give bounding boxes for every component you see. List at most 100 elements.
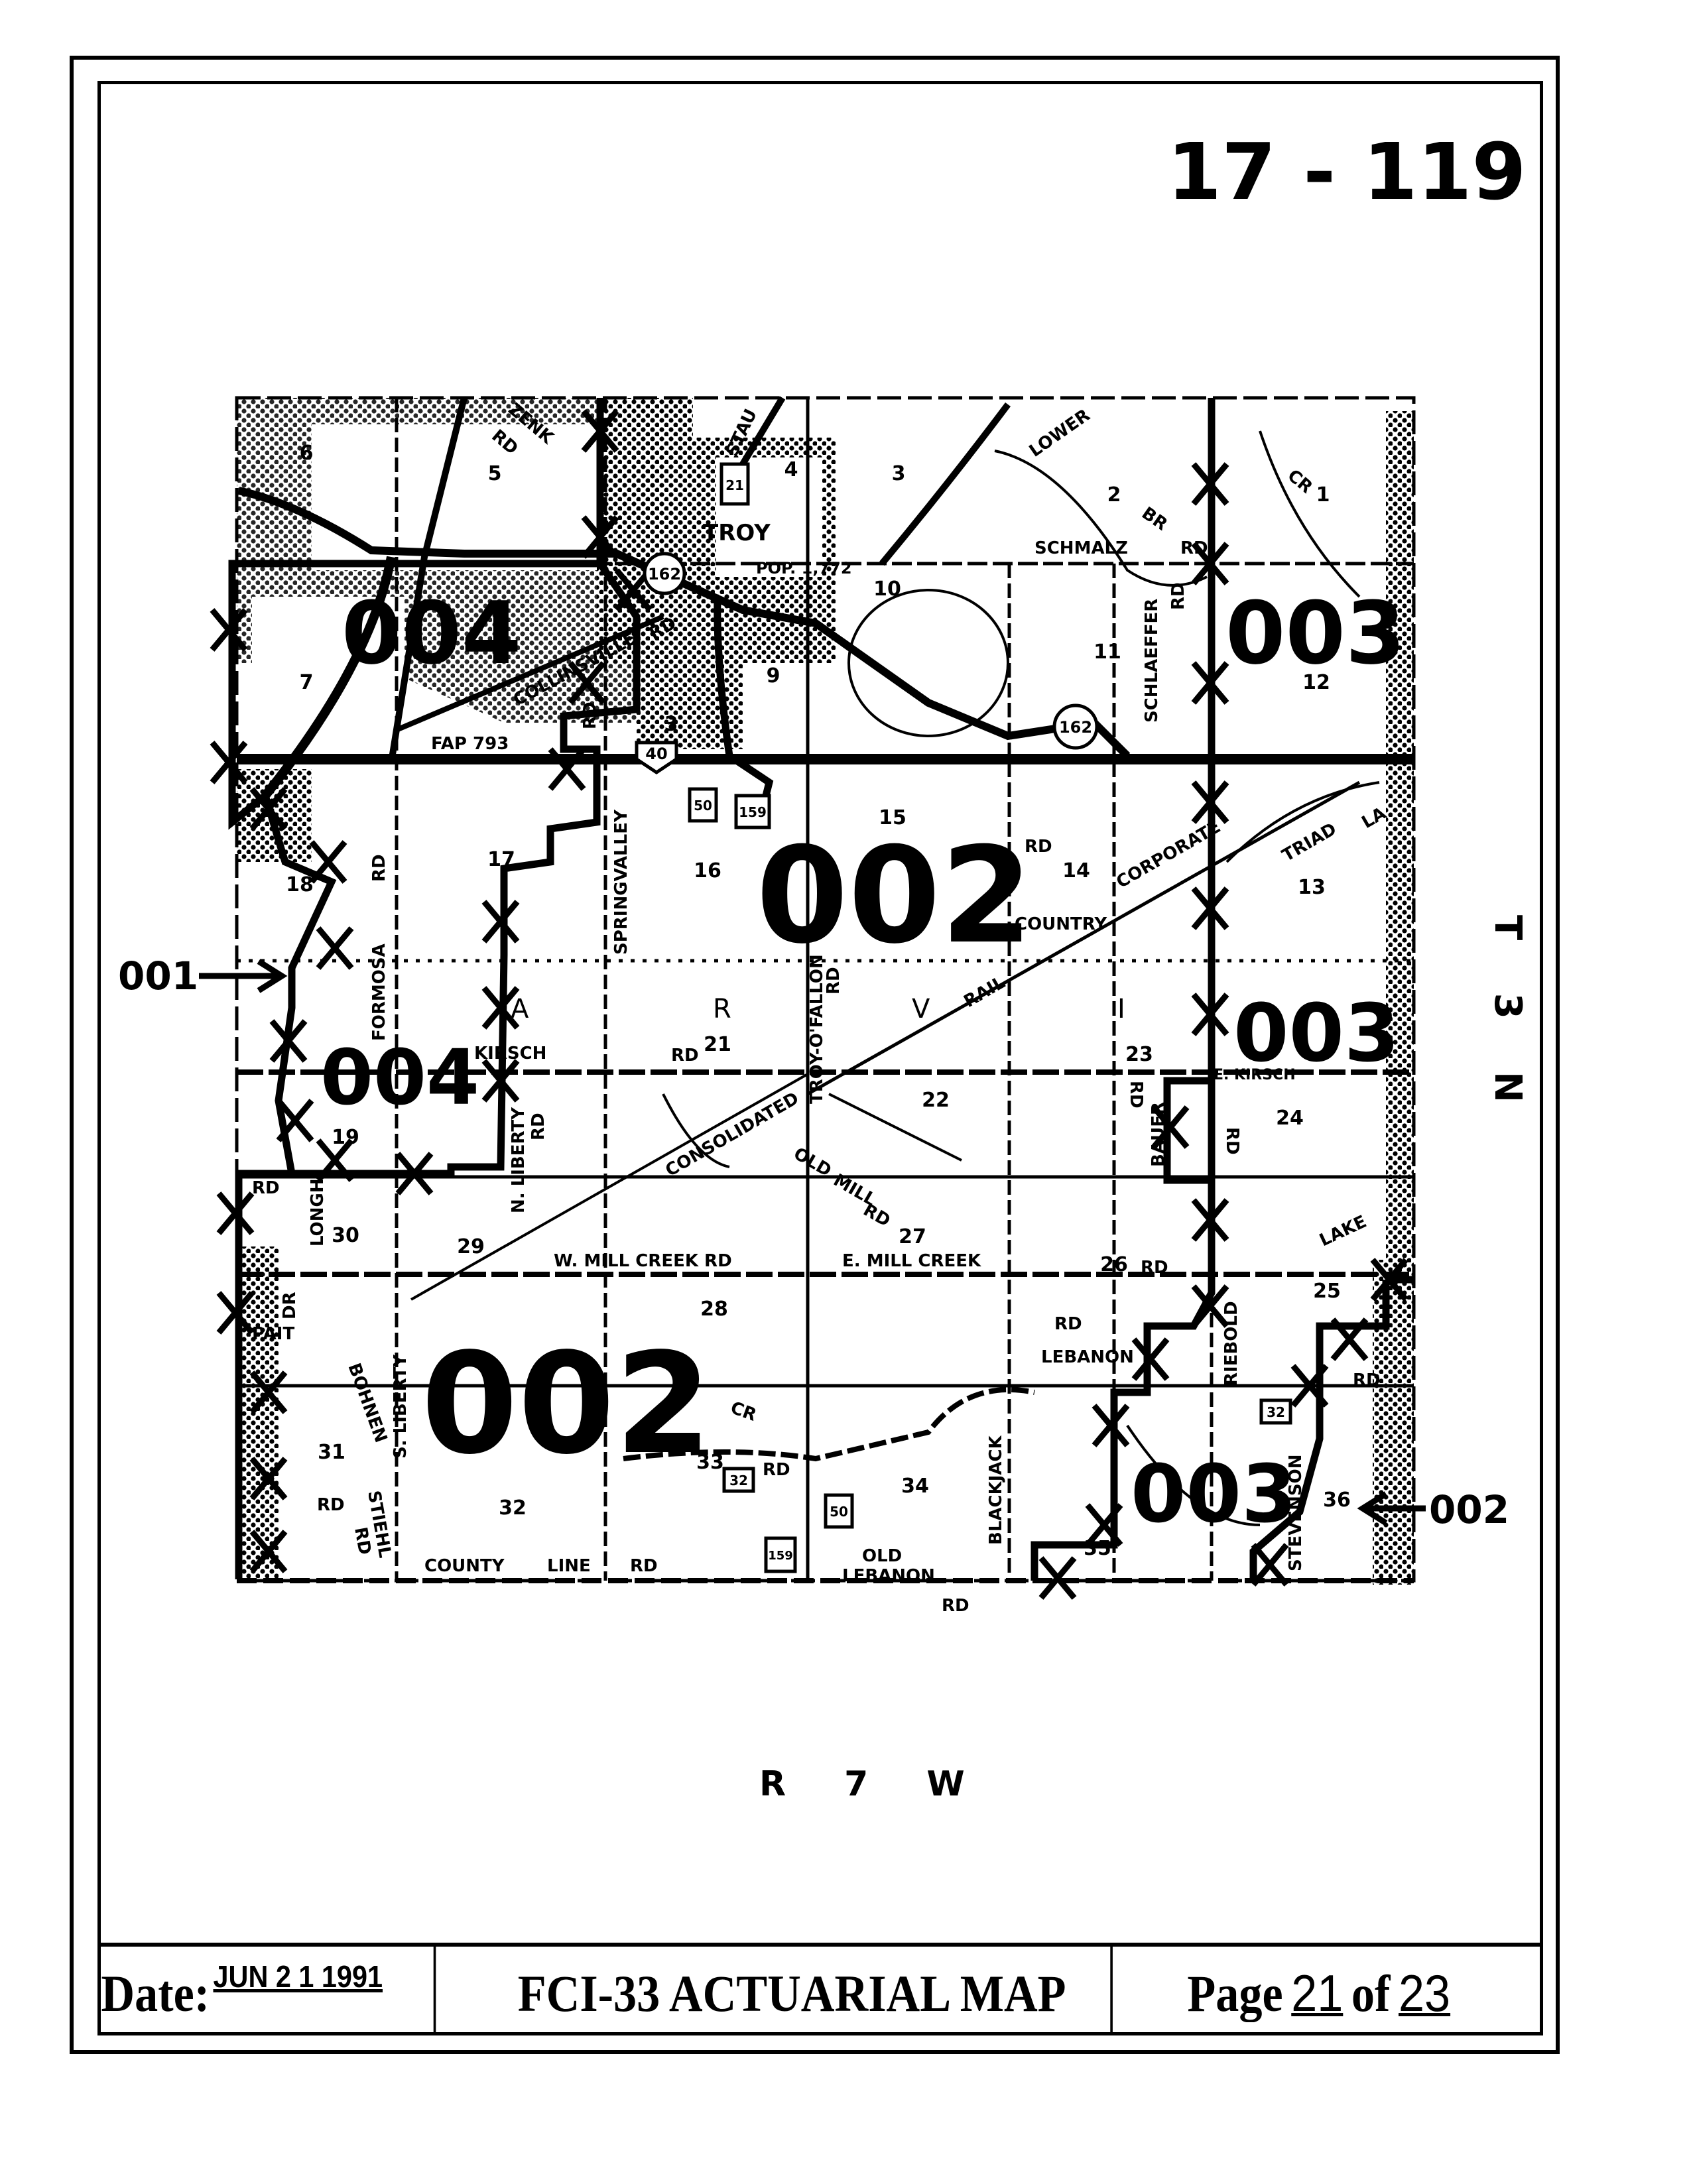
section-number: 30 bbox=[332, 1224, 359, 1247]
section-number: 11 bbox=[1093, 640, 1121, 664]
route-shield: 40 bbox=[645, 745, 667, 763]
district-label: 003 bbox=[1225, 583, 1405, 684]
highway-162 bbox=[237, 487, 1131, 759]
section-number: 28 bbox=[700, 1298, 728, 1321]
section-number: 2 bbox=[1107, 483, 1121, 507]
section-number: 29 bbox=[457, 1235, 485, 1258]
section-number: 15 bbox=[879, 806, 906, 829]
road-label: CORPORATE bbox=[1113, 817, 1224, 892]
section-number: 25 bbox=[1313, 1280, 1341, 1303]
road-label: LOWER bbox=[1026, 405, 1094, 461]
section-number: 17 bbox=[487, 848, 515, 871]
lower-rd bbox=[879, 402, 1011, 566]
section-number: 4 bbox=[784, 458, 798, 481]
road-label: RAIL bbox=[961, 973, 1009, 1012]
of-label: of bbox=[1351, 1965, 1391, 2022]
road-label: RD bbox=[763, 1460, 790, 1480]
section-number: 9 bbox=[767, 664, 781, 688]
date-cell: Date: JUN 2 1 1991 bbox=[97, 1947, 436, 2035]
arrow-left-icon bbox=[1357, 1491, 1426, 1526]
title-cell: FCI-33 ACTUARIAL MAP bbox=[473, 1947, 1113, 2035]
road-label: E. KIRSCH bbox=[1214, 1067, 1296, 1083]
lake-outline bbox=[847, 589, 1009, 737]
section-number: 26 bbox=[1100, 1253, 1128, 1276]
section-number: 16 bbox=[694, 859, 721, 882]
railroad bbox=[806, 780, 1361, 1096]
road-label: TROY-O'FALLON bbox=[807, 954, 827, 1104]
road-label: CR bbox=[1284, 465, 1316, 497]
creeks bbox=[662, 430, 1380, 1526]
road-label: N. LIBERTY bbox=[509, 1107, 529, 1213]
section-number: 18 bbox=[286, 873, 314, 896]
district-label: 004 bbox=[320, 1034, 479, 1122]
date-label: Date: bbox=[101, 1965, 210, 2022]
arrow-right-icon bbox=[199, 959, 288, 993]
section-number: 32 bbox=[499, 1496, 527, 1520]
road-label: RD bbox=[317, 1495, 345, 1515]
road-label: BOHNEN bbox=[344, 1361, 391, 1445]
route-shield: 32 bbox=[729, 1473, 748, 1488]
section-number: 22 bbox=[922, 1089, 950, 1112]
road-label: DR bbox=[280, 1292, 300, 1319]
road-label: SCHMALZ bbox=[1034, 538, 1128, 558]
road-label: SCHLAEFFER bbox=[1142, 599, 1162, 723]
road-label: RD bbox=[630, 1556, 658, 1576]
road-label: RD bbox=[1222, 1127, 1242, 1155]
road-label: FORMOSA bbox=[369, 943, 389, 1041]
fap-793-ramp bbox=[261, 556, 396, 799]
road-label: RD bbox=[824, 967, 844, 995]
section-number: 1 bbox=[1316, 483, 1330, 507]
township-name-letter: R bbox=[713, 994, 731, 1024]
road-label: RD bbox=[580, 701, 600, 729]
section-number: 34 bbox=[901, 1475, 929, 1498]
page-current: 21 bbox=[1291, 1964, 1343, 2022]
district-label: 003 bbox=[1131, 1449, 1297, 1541]
township-label: T 3 N bbox=[1486, 915, 1529, 1122]
map-body: 6 5 4 3 2 1 7 9 10 11 12 3 18 17 16 15 1… bbox=[210, 396, 1416, 1616]
road-label: RIEBOLD bbox=[1221, 1301, 1241, 1386]
road-label: BAUER bbox=[1149, 1102, 1168, 1167]
section-number: 5 bbox=[488, 462, 502, 485]
section-number: 35 bbox=[1084, 1537, 1111, 1560]
route-shield: 162 bbox=[648, 565, 681, 583]
route-shield: 159 bbox=[739, 804, 767, 820]
road-label: RD bbox=[369, 854, 389, 882]
district-label: 004 bbox=[342, 583, 521, 684]
road-label: RD bbox=[1168, 582, 1188, 610]
road-label: W. MILL CREEK RD bbox=[554, 1251, 732, 1271]
district-label: 002 bbox=[421, 1323, 712, 1485]
road-label: RD bbox=[671, 1046, 699, 1065]
map-title: FCI-33 ACTUARIAL MAP bbox=[517, 1965, 1066, 2022]
section-number: 19 bbox=[332, 1126, 359, 1149]
section-number: 36 bbox=[1323, 1488, 1351, 1512]
road-label: S. LIBERTY bbox=[391, 1354, 410, 1459]
road-label: RD bbox=[1025, 837, 1052, 857]
road-label: COUNTY bbox=[424, 1556, 505, 1576]
section-number: 27 bbox=[899, 1225, 926, 1248]
collinsville-rd bbox=[397, 614, 664, 732]
range-label: R 7 W bbox=[759, 1764, 965, 1804]
route-shield: 162 bbox=[1059, 718, 1092, 737]
road-label: TROY bbox=[703, 520, 771, 546]
township-name-letter: V bbox=[912, 994, 930, 1024]
document-number: 17 - 119 bbox=[1167, 126, 1527, 217]
road-label: OLD bbox=[862, 1546, 902, 1566]
road-label: PAIT bbox=[252, 1324, 294, 1344]
section-number: 10 bbox=[873, 577, 901, 601]
road-label: STEVENSON bbox=[1286, 1455, 1306, 1571]
section-number: 33 bbox=[696, 1451, 724, 1474]
section-number: 21 bbox=[704, 1033, 731, 1056]
route-shield: 21 bbox=[725, 477, 744, 493]
road-label: LINE bbox=[547, 1556, 591, 1576]
road-label: E. MILL CREEK bbox=[842, 1251, 981, 1271]
page-label: Page bbox=[1187, 1965, 1283, 2022]
road-label: RD bbox=[350, 1526, 375, 1556]
section-number: 14 bbox=[1062, 859, 1090, 882]
route-shield: 159 bbox=[768, 1549, 793, 1563]
arrow-label-002: 002 bbox=[1429, 1487, 1509, 1532]
route-shield: 50 bbox=[694, 798, 712, 814]
road-label: RD bbox=[1054, 1314, 1082, 1334]
section-number: 31 bbox=[318, 1441, 345, 1464]
section-number: 24 bbox=[1276, 1107, 1304, 1130]
road-label: LEBANON bbox=[1041, 1347, 1134, 1367]
